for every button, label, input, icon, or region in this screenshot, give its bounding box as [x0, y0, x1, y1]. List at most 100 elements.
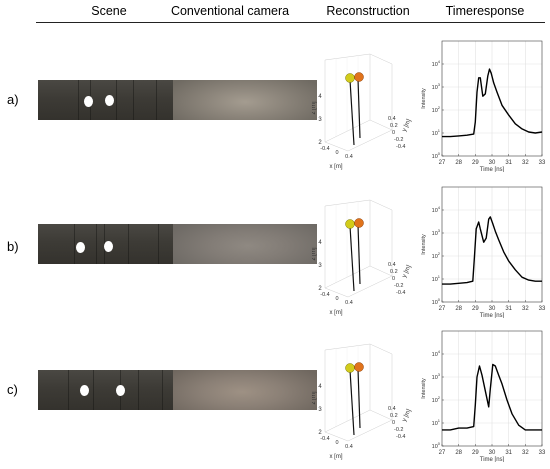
x-tick-label: 0 [335, 150, 338, 156]
scene-image [38, 80, 182, 120]
scene-image [38, 224, 182, 264]
target-marker [104, 241, 113, 252]
scene-image [38, 370, 182, 410]
y-tick-label: 100 [432, 297, 441, 306]
x-axis-label: Time [ns] [480, 167, 505, 172]
x-tick-label: 31 [505, 160, 512, 166]
y-axis-label: Intensity [421, 234, 427, 255]
sphere-marker [345, 363, 355, 373]
z-tick-label: 4 [318, 384, 322, 390]
x-tick-label: 32 [522, 160, 529, 166]
header-timeresponse: Timeresponse [445, 4, 525, 18]
row-label: a) [7, 92, 19, 107]
y-tick-label: 0 [392, 276, 395, 282]
x-tick-label: 33 [539, 450, 546, 456]
reconstruction-plot: 234z [m]-0.400.4x [m]-0.4-0.200.20.4y [m… [312, 343, 413, 460]
y-tick-label: 104 [432, 59, 441, 68]
x-tick-label: 31 [505, 450, 512, 456]
x-axis-label: x [m] [330, 310, 343, 316]
axis-line [347, 129, 393, 152]
axis-line [347, 419, 393, 442]
y-tick-label: 0.4 [388, 262, 396, 268]
pole [349, 225, 355, 292]
z-tick-label: 2 [318, 286, 322, 292]
axis-line [369, 409, 393, 421]
y-axis-label: y [m] [402, 408, 413, 423]
reconstruction-plot: 234z [m]-0.400.4x [m]-0.4-0.200.20.4y [m… [312, 53, 413, 170]
x-tick-label: 30 [489, 450, 496, 456]
sphere-marker [345, 219, 355, 229]
y-tick-label: 102 [432, 395, 441, 404]
x-tick-label: 33 [539, 306, 546, 312]
y-tick-label: 101 [432, 128, 441, 137]
axis-line [369, 265, 393, 277]
y-tick-label: 101 [432, 274, 441, 283]
pole [349, 79, 355, 146]
x-tick-label: 0.4 [345, 300, 353, 306]
y-tick-label: 100 [432, 151, 441, 160]
series-line [442, 68, 543, 138]
sphere-marker [354, 362, 364, 372]
y-tick-label: -0.4 [396, 290, 405, 296]
pole [349, 369, 355, 436]
pole [357, 78, 361, 139]
x-tick-label: 29 [472, 160, 479, 166]
y-tick-label: 101 [432, 418, 441, 427]
camera-image [173, 224, 317, 264]
y-tick-label: 0.2 [390, 123, 398, 129]
axis-line [324, 141, 349, 152]
x-tick-label: 29 [472, 306, 479, 312]
z-tick-label: 4 [318, 94, 322, 100]
pole [357, 368, 361, 429]
z-tick-label: 3 [318, 117, 322, 123]
camera-image [173, 370, 317, 410]
y-tick-label: -0.4 [396, 144, 405, 150]
z-axis-label: z [m] [312, 101, 317, 114]
y-tick-label: -0.2 [394, 137, 403, 143]
y-tick-label: 104 [432, 349, 441, 358]
target-marker [105, 95, 114, 106]
axis-line [347, 275, 393, 298]
z-tick-label: 3 [318, 407, 322, 413]
x-tick-label: 27 [439, 160, 446, 166]
sphere-marker [354, 218, 364, 228]
y-tick-label: 102 [432, 105, 441, 114]
axis-line [324, 409, 371, 433]
x-tick-label: 29 [472, 450, 479, 456]
x-tick-label: 0 [335, 296, 338, 302]
y-axis-label: Intensity [421, 378, 427, 399]
x-tick-label: 28 [455, 450, 462, 456]
target-marker [84, 96, 93, 107]
y-tick-label: -0.4 [396, 434, 405, 440]
header-reconstruction: Reconstruction [326, 4, 410, 18]
z-tick-label: 2 [318, 140, 322, 146]
x-tick-label: 30 [489, 306, 496, 312]
x-tick-label: 0.4 [345, 444, 353, 450]
y-axis-label: y [m] [402, 118, 413, 133]
y-tick-label: 102 [432, 251, 441, 260]
x-tick-label: 28 [455, 160, 462, 166]
y-tick-label: 0.4 [388, 406, 396, 412]
x-tick-label: -0.4 [320, 436, 329, 442]
axis-line [369, 343, 393, 355]
z-axis-label: z [m] [312, 247, 317, 260]
axis-line [324, 287, 349, 298]
x-tick-label: 0.4 [345, 154, 353, 160]
x-axis-label: x [m] [330, 164, 343, 170]
x-tick-label: 28 [455, 306, 462, 312]
row-label: b) [7, 239, 19, 254]
camera-image [173, 80, 317, 120]
axis-line [369, 53, 393, 65]
header-conventional-camera: Conventional camera [170, 4, 290, 18]
axis-line [324, 343, 371, 351]
axis-line [324, 265, 371, 289]
x-tick-label: 30 [489, 160, 496, 166]
y-tick-label: 0 [392, 130, 395, 136]
x-tick-label: 27 [439, 306, 446, 312]
target-marker [76, 242, 85, 253]
x-tick-label: 27 [439, 450, 446, 456]
reconstruction-plot: 234z [m]-0.400.4x [m]-0.4-0.200.20.4y [m… [312, 199, 413, 316]
